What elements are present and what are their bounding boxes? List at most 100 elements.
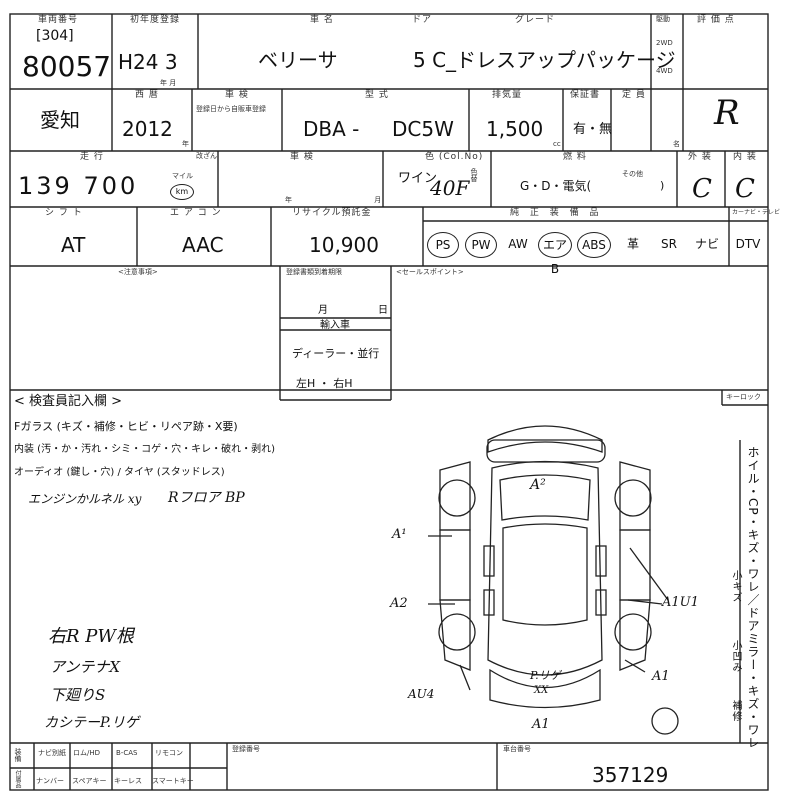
color-code: 40F [430, 176, 470, 200]
rear-end-mark: A1 [532, 717, 550, 732]
stock-number: 80057 [22, 50, 112, 83]
inspector-title: < 検査員記入欄 > [14, 394, 123, 409]
first-reg-value: H24 3 [118, 50, 178, 74]
hand-note-antenna: アンテナX [50, 658, 121, 676]
mileage-label: 走 行 [80, 152, 104, 162]
hand-note-bumper: カシテーP.リゲ [44, 715, 140, 731]
equipment-item: エアB [538, 232, 572, 276]
grade: 5 C_ドレスアップパッケージ [413, 48, 676, 72]
model-type: DBA - [303, 117, 360, 141]
ac-label: エ ア コ ン [170, 208, 222, 218]
side-small-2: 小凹み [730, 640, 741, 673]
equipment-item: PW [465, 232, 497, 258]
footer-item-remote: リモコン [155, 749, 183, 757]
side-small-1: 小キズ [730, 570, 741, 603]
deadline-month: 月 [318, 305, 328, 316]
equipment-right-label: カーナビ・テレビ [732, 209, 781, 216]
ac-value: AAC [182, 233, 224, 257]
right-rear-mark: A1 [652, 669, 670, 684]
inspection-label-3: 車 検 [290, 152, 314, 162]
inspection-label-2: 車 検 [225, 90, 249, 100]
inspector-line-glass: Fガラス (キズ・補修・ヒビ・リペア跡・X要) [14, 420, 238, 433]
rear-bumper-xx: XX [534, 685, 549, 696]
fuel-label: 燃 料 [563, 152, 587, 162]
recycle-label: リサイクル預託金 [292, 208, 372, 218]
fuel-close: ) [660, 179, 665, 192]
footer-item-bcas: B-CAS [116, 749, 138, 757]
year-value: 2012 [122, 117, 173, 141]
drive-label: 駆動 [656, 15, 670, 23]
interior-label: 内 装 [733, 152, 757, 162]
prefecture: 愛知 [40, 108, 80, 132]
chassis-number-label: 車台番号 [503, 745, 531, 753]
fuel-options: G・D・電気( [520, 179, 592, 193]
equipment-item: SR [661, 237, 677, 251]
import-label: 輸入車 [320, 320, 350, 331]
equipment-item: 革 [626, 237, 639, 251]
score-label: 評 価 点 [697, 15, 735, 25]
capacity-unit: 名 [673, 140, 680, 148]
color-change-label: 色替 [470, 168, 478, 182]
hand-note-engine: エンジンかルネル xy [28, 492, 142, 506]
deadline-day: 日 [378, 305, 388, 316]
color-value: ワイン [398, 171, 438, 186]
inspector-line-audio: オーディオ (鍵し・穴) / タイヤ (スタッドレス) [14, 467, 225, 478]
equipment-item: PS [427, 232, 459, 258]
sales-point-label: <セールスポイント> [396, 268, 464, 276]
equipment-item: AW [508, 237, 528, 251]
fuel-other: その他 [622, 170, 643, 178]
inspector-line-interior: 内装 (汚・か・汚れ・シミ・コゲ・穴・キレ・破れ・剥れ) [14, 444, 275, 455]
warranty-value: 有・無 [573, 122, 613, 137]
import-value: ディーラー・並行 [292, 347, 380, 360]
mileage-unit: km [170, 184, 194, 200]
car-diagram [428, 425, 679, 735]
first-reg-unit: 年 月 [160, 79, 177, 87]
left-fender-mark: A¹ [392, 527, 407, 542]
year-label: 西 暦 [135, 90, 159, 100]
roof-mark: A² [530, 477, 546, 493]
inspection-note: 登録日から自販車登録 [196, 105, 266, 113]
equipment-label: 純 正 装 備 品 [510, 208, 603, 218]
key-lock-label: キーロック [726, 393, 761, 401]
color-label: 色 (Col.No) [425, 152, 484, 162]
equipment-item: ABS [577, 232, 611, 258]
footer-label-1: 装備 [14, 748, 22, 762]
year-unit: 年 [182, 140, 189, 148]
right-door-mark: A1U1 [662, 595, 699, 610]
footer-item-nav: ナビ別紙 [38, 749, 66, 757]
rear-bumper-mark: P.リゲ [530, 669, 561, 682]
equipment-item: ナビ [694, 237, 719, 251]
drive-2wd: 2WD [656, 39, 673, 47]
model-type-label: 型 式 [365, 90, 389, 100]
deadline-label: 登録書類到着期限 [286, 268, 342, 276]
hand-note-underbody: 下廻りS [50, 686, 106, 704]
model-name-label: 車 名 [310, 15, 334, 25]
equipment-item: DTV [735, 237, 761, 251]
footer-item-keyless: キーレス [114, 777, 142, 785]
footer-item-sparekey: スペアキー [72, 777, 107, 785]
chassis-code: DC5W [392, 117, 454, 141]
displacement-label: 排気量 [492, 90, 523, 100]
stock-label: 車両番号 [38, 15, 79, 25]
interior-value: C [735, 174, 755, 204]
rear-left-mark: AU4 [408, 687, 435, 701]
notes-label: <注意事項> [118, 268, 158, 276]
exterior-value: C [692, 174, 712, 204]
left-door-mark: A2 [390, 596, 408, 611]
score-value: R [714, 93, 740, 133]
warranty-label: 保証書 [570, 90, 601, 100]
inspection-unit: 年 月 [285, 196, 422, 204]
footer-label-2: 付属品 [14, 770, 21, 788]
door-label: ドア [412, 15, 433, 25]
side-small-3: 補修 [730, 700, 741, 722]
shift-label: シ フ ト [45, 208, 83, 218]
footer-item-plate: ナンバー [36, 777, 64, 785]
first-reg-label: 初年度登録 [130, 15, 181, 25]
model-name: ベリーサ [258, 48, 338, 72]
hand-note-rfloor: Rフロア BP [168, 490, 245, 506]
mileage-value: 139 700 [18, 172, 139, 200]
recycle-value: 10,900 [309, 233, 379, 257]
capacity-label: 定 員 [622, 90, 646, 100]
